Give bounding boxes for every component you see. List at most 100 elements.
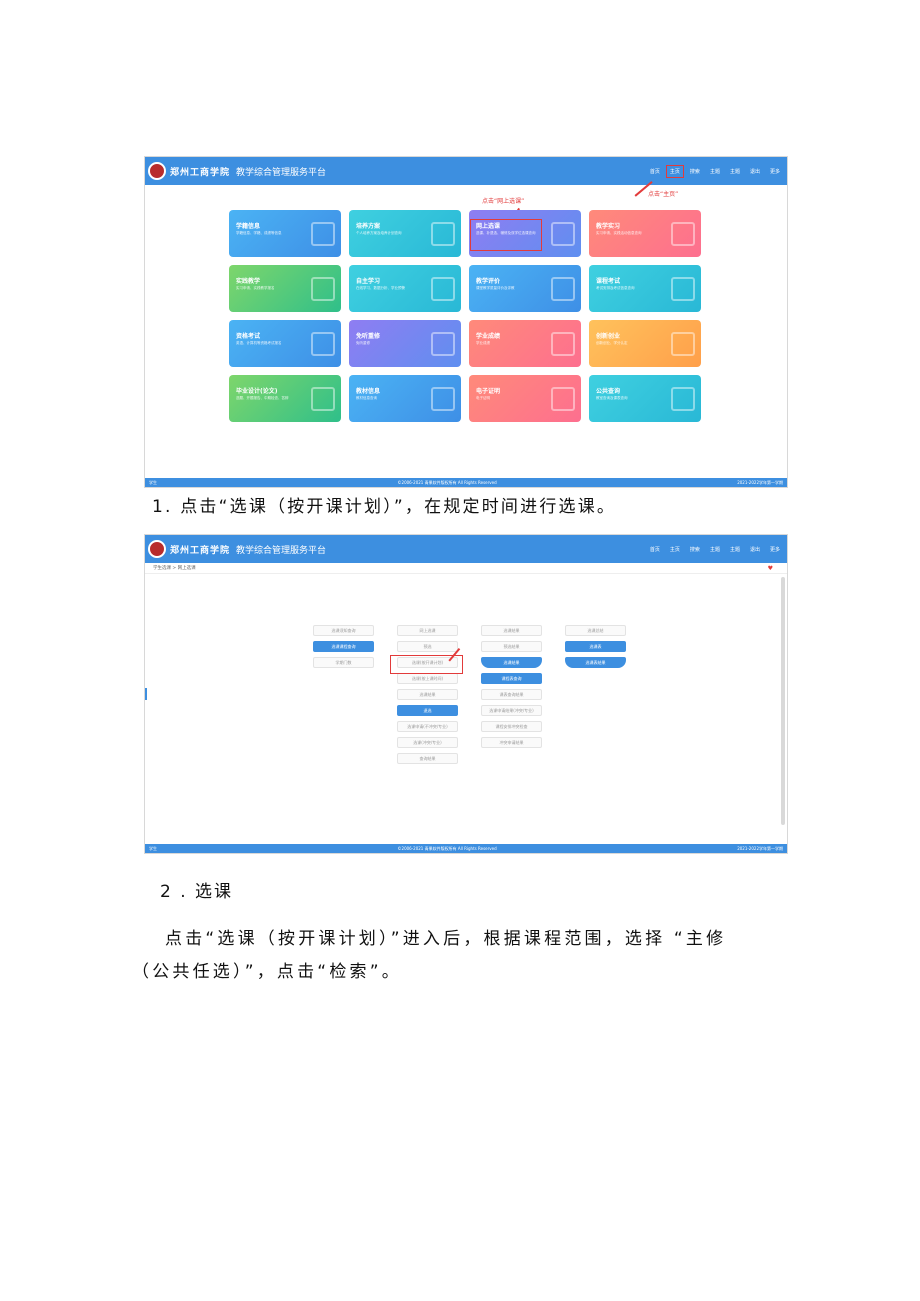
footer: 学生 ©2006-2021 青果软件版权所有 All Rights Reserv… [145, 478, 787, 487]
menu-button[interactable]: 网上选课 [397, 625, 458, 636]
module-tile[interactable]: 课程考试考试安排及考试信息查询 [589, 265, 701, 312]
module-tile-desc: 免听重修 [356, 341, 370, 345]
module-tile-icon [551, 387, 575, 411]
menu-button[interactable]: 选课(按上课时间) [397, 673, 458, 684]
nav-search[interactable]: 搜索 [689, 546, 700, 553]
screenshot-course-selection: 郑州工商学院 教学综合管理服务平台 首页 主页 搜索 主题 主题 退出 更多 学… [145, 535, 787, 853]
menu-button[interactable]: 课程表查询 [481, 673, 542, 684]
top-nav: 首页 主页 搜索 主题 主题 退出 更多 [647, 157, 783, 185]
module-tile-title: 培养方案 [356, 223, 381, 230]
menu-button[interactable]: 学期门数 [313, 657, 374, 668]
module-tile-title: 资格考试 [236, 333, 261, 340]
module-tile[interactable]: 资格考试英语、计算机等资格考试报名 [229, 320, 341, 367]
menu-button[interactable]: 选课须知查询 [313, 625, 374, 636]
menu-button[interactable]: 选课(冲突/专业) [397, 737, 458, 748]
favorite-heart-icon[interactable]: ♥ [767, 565, 773, 572]
module-tile-desc: 创新创业、学分认定 [596, 341, 628, 345]
module-tile-desc: 个人培养方案及培养计划查询 [356, 231, 402, 235]
module-tile-icon [551, 332, 575, 356]
footer-copyright: ©2006-2021 青果软件版权所有 All Rights Reserved [397, 845, 497, 851]
module-tile[interactable]: 教学评价课堂教学质量评价及评教 [469, 265, 581, 312]
nav-more[interactable]: 更多 [769, 546, 780, 553]
module-tile[interactable]: 网上选课选课、补退选、辅修及双学位选课查询 [469, 210, 581, 257]
module-tile[interactable]: 培养方案个人培养方案及培养计划查询 [349, 210, 461, 257]
menu-button[interactable]: 选课总结 [565, 625, 626, 636]
menu-button[interactable]: 选课结果 [481, 625, 542, 636]
school-logo-icon [148, 540, 166, 558]
module-tile[interactable]: 免听重修免听重修 [349, 320, 461, 367]
nav-logout[interactable]: 退出 [749, 546, 760, 553]
nav-main[interactable]: 主页 [669, 546, 680, 553]
module-tile[interactable]: 学业成绩学业成绩 [469, 320, 581, 367]
module-tile-icon [431, 332, 455, 356]
footer-copyright: ©2006-2021 青果软件版权所有 All Rights Reserved [397, 479, 497, 485]
nav-theme-2[interactable]: 主题 [729, 546, 740, 553]
top-nav: 首页 主页 搜索 主题 主题 退出 更多 [647, 535, 783, 563]
menu-button[interactable]: 退选 [397, 705, 458, 716]
module-tile[interactable]: 电子证明电子证明 [469, 375, 581, 422]
nav-search[interactable]: 搜索 [689, 168, 700, 175]
module-tile[interactable]: 自主学习在线学习、数据分析、学业预警 [349, 265, 461, 312]
module-tile-title: 教学实习 [596, 223, 621, 230]
module-tile[interactable]: 学籍信息学籍信息、学籍、成绩等信息 [229, 210, 341, 257]
menu-button[interactable]: 选课(按开课计划) [397, 657, 458, 668]
module-tile-desc: 在线学习、数据分析、学业预警 [356, 286, 405, 290]
footer-term: 2021-2022学年第一学期 [737, 845, 783, 851]
menu-button[interactable]: 查询结果 [397, 753, 458, 764]
module-tile[interactable]: 教材信息教材信息查询 [349, 375, 461, 422]
menu-button[interactable]: 选课结果 [397, 689, 458, 700]
nav-home[interactable]: 首页 [649, 168, 660, 175]
footer-term: 2021-2022学年第一学期 [737, 479, 783, 485]
module-grid: 学籍信息学籍信息、学籍、成绩等信息培养方案个人培养方案及培养计划查询网上选课选课… [229, 210, 703, 422]
module-tile-title: 学籍信息 [236, 223, 261, 230]
highlight-box [470, 219, 542, 251]
module-tile-icon [671, 387, 695, 411]
module-tile[interactable]: 教学实习实习申请、实践活动信息查询 [589, 210, 701, 257]
menu-column-2: 网上选课预选选课(按开课计划) 选课(按上课时间) 选课结果退选选课申请(不冲突/专… [397, 625, 458, 764]
footer-user: 学生 [149, 479, 157, 485]
module-tile-icon [311, 222, 335, 246]
caption-step-2: 2 . 选课 [160, 882, 234, 902]
nav-home[interactable]: 首页 [649, 546, 660, 553]
menu-button[interactable]: 选课结果 [481, 657, 542, 668]
module-tile-desc: 电子证明 [476, 396, 490, 400]
side-marker [145, 688, 147, 700]
menu-button[interactable]: 冲突申请结果 [481, 737, 542, 748]
menu-button[interactable]: 课程安排冲突检查 [481, 721, 542, 732]
menu-button[interactable]: 选课申请结果(冲突/专业) [481, 705, 542, 716]
scrollbar[interactable] [781, 577, 785, 825]
highlight-box [390, 655, 463, 674]
module-tile-desc: 学业成绩 [476, 341, 490, 345]
module-tile[interactable]: 毕业设计(论文)选题、开题报告、中期检查、答辩 [229, 375, 341, 422]
module-tile-title: 电子证明 [476, 388, 501, 395]
module-tile-icon [671, 222, 695, 246]
school-name: 郑州工商学院 [170, 545, 231, 556]
nav-logout[interactable]: 退出 [749, 168, 760, 175]
menu-button[interactable]: 选课课程查询 [313, 641, 374, 652]
module-tile[interactable]: 创新创业创新创业、学分认定 [589, 320, 701, 367]
module-tile[interactable]: 公共查询教室查询及课表查询 [589, 375, 701, 422]
module-tile-icon [431, 222, 455, 246]
module-tile-icon [551, 277, 575, 301]
menu-button[interactable]: 预选 [397, 641, 458, 652]
menu-button[interactable]: 课表查询结果 [481, 689, 542, 700]
menu-button[interactable]: 预选结果 [481, 641, 542, 652]
module-tile-title: 公共查询 [596, 388, 621, 395]
nav-theme[interactable]: 主题 [709, 168, 720, 175]
module-tile-title: 创新创业 [596, 333, 621, 340]
breadcrumb: 学生选课 > 网上选课 [145, 563, 787, 574]
nav-theme[interactable]: 主题 [709, 546, 720, 553]
module-tile-icon [311, 387, 335, 411]
nav-main[interactable]: 主页 [665, 164, 684, 178]
menu-button[interactable]: 选课申请(不冲突/专业) [397, 721, 458, 732]
module-tile-desc: 英语、计算机等资格考试报名 [236, 341, 282, 345]
module-tile[interactable]: 实践教学实习申请、实践教学报名 [229, 265, 341, 312]
module-tile-icon [671, 277, 695, 301]
breadcrumb-text[interactable]: 学生选课 > 网上选课 [153, 566, 196, 571]
nav-theme-2[interactable]: 主题 [729, 168, 740, 175]
menu-button[interactable]: 选课表 [565, 641, 626, 652]
annotation-main: 点击“主页” [648, 191, 679, 198]
menu-button[interactable]: 选课表结果 [565, 657, 626, 668]
school-name: 郑州工商学院 [170, 167, 231, 178]
nav-more[interactable]: 更多 [769, 168, 780, 175]
